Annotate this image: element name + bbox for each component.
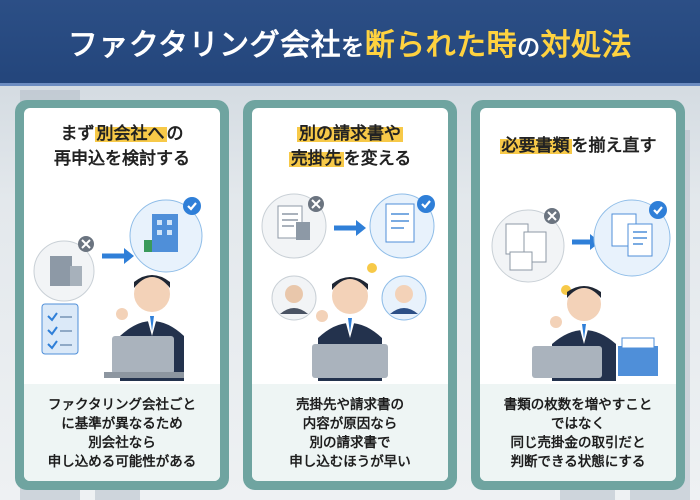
laptop-icon [312, 344, 388, 378]
card-bottom-panel [480, 384, 676, 481]
heading-post: の [166, 124, 184, 144]
heading-line2-post: を変える [343, 149, 412, 169]
heading-line2: 再申込を検討する [54, 149, 190, 169]
pointing-hand [550, 316, 562, 328]
check-badge-icon [417, 195, 435, 213]
card-inner: 必要書類を揃え直す [480, 108, 676, 481]
header-banner: ファクタリング会社を断られた時の対処法 [0, 0, 700, 86]
body-line: 申し込むほうが早い [289, 454, 411, 470]
body-line: ファクタリング会社ごと [48, 397, 196, 413]
body-line: 別の請求書で [309, 435, 391, 451]
card-inner: 別の請求書や 売掛先を変える [252, 108, 448, 481]
card-heading: まず別会社への 再申込を検討する [24, 122, 220, 172]
new-building-icon [152, 214, 178, 252]
header-divider [0, 83, 700, 86]
card-change-invoice: 別の請求書や 売掛先を変える [243, 100, 457, 490]
body-line: ではなく [551, 416, 605, 432]
title-part2: を [341, 35, 365, 61]
body-line: 別会社なら [88, 435, 156, 451]
card-body-text: 書類の枚数を増やすこと ではなく 同じ売掛金の取引だと 判断できる状態にする [480, 396, 676, 472]
body-line: 同じ売掛金の取引だと [510, 435, 646, 451]
body-line: に基準が異なるため [61, 416, 183, 432]
heading-line2-mark: 売掛先 [288, 149, 344, 169]
businessman-face [567, 287, 601, 321]
heading-post: を揃え直す [571, 136, 657, 156]
card-another-company: まず別会社への 再申込を検討する [15, 100, 229, 490]
title-part1: ファクタリング会社 [67, 28, 342, 63]
heading-mark: 別会社へ [94, 124, 167, 144]
body-line: 申し込める可能性がある [47, 454, 197, 470]
businessman-face [134, 276, 170, 312]
card-heading: 別の請求書や 売掛先を変える [252, 122, 448, 172]
illustration-change-invoice [261, 193, 435, 381]
check-badge-icon [649, 201, 667, 219]
card-heading: 必要書類を揃え直す [480, 134, 676, 159]
heading-mark: 別の請求書や [297, 124, 403, 144]
body-line: 内容が原因なら [302, 416, 398, 432]
card-body-text: 売掛先や請求書の 内容が原因なら 別の請求書で 申し込むほうが早い [252, 396, 448, 472]
laptop-icon [112, 336, 174, 374]
check-badge-icon [183, 197, 201, 215]
title-part5: 対処法 [540, 28, 633, 63]
heading-pre: まず [60, 124, 95, 144]
pointing-hand [316, 310, 328, 322]
illustration-switch-company [33, 197, 203, 381]
old-building-icon [50, 256, 72, 286]
illustration-documents [491, 199, 671, 381]
card-body-text: ファクタリング会社ごと に基準が異なるため 別会社なら 申し込める可能性がある [24, 396, 220, 472]
title-part3: 断られた時 [364, 28, 518, 63]
card-reprepare-documents: 必要書類を揃え直す [471, 100, 685, 490]
pointing-hand [116, 308, 128, 320]
card-bottom-panel [252, 384, 448, 481]
card-inner: まず別会社への 再申込を検討する [24, 108, 220, 481]
page-title: ファクタリング会社を断られた時の対処法 [0, 20, 700, 64]
checklist-icon [41, 303, 79, 355]
document-tray-icon [618, 346, 658, 376]
heading-mark: 必要書類 [499, 136, 572, 156]
body-line: 書類の枚数を増やすこと [503, 397, 653, 413]
title-part4: の [517, 35, 541, 61]
lightbulb-icon [367, 263, 377, 273]
businessman-face [332, 278, 368, 314]
body-line: 判断できる状態にする [510, 454, 646, 470]
body-line: 売掛先や請求書の [296, 397, 404, 413]
card-bottom-panel [24, 384, 220, 481]
new-invoice-icon [385, 203, 415, 243]
laptop-icon [532, 346, 602, 378]
